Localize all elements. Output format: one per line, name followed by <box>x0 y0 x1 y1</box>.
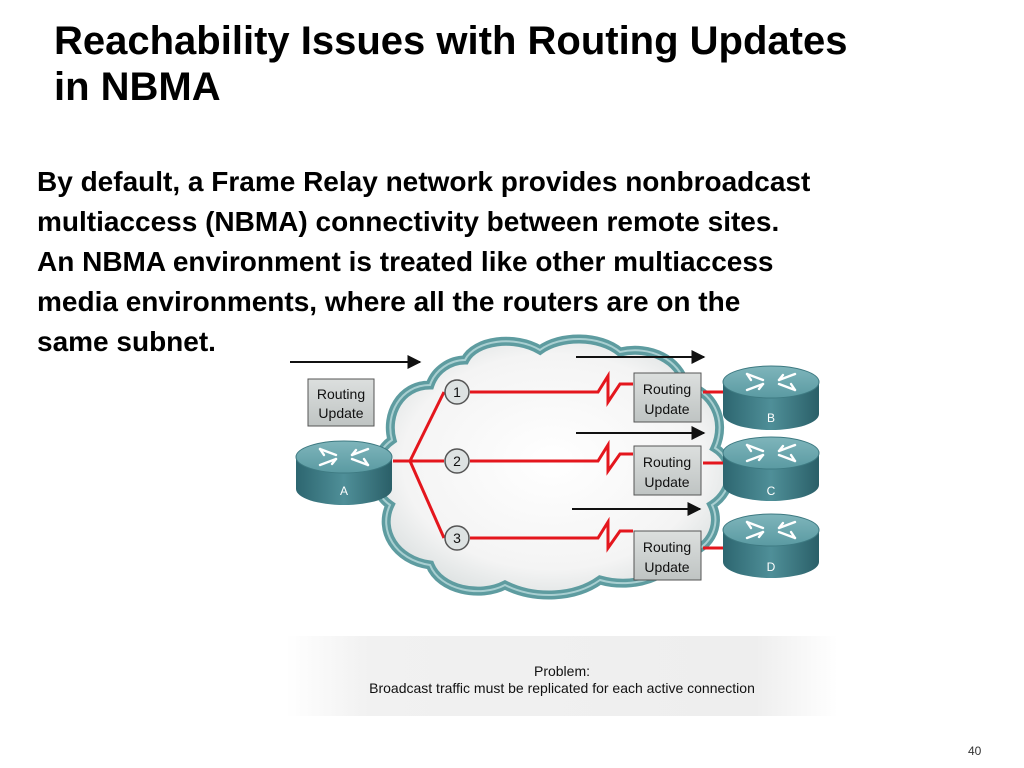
svg-text:Routing: Routing <box>317 386 365 402</box>
circuit-label-3: 3 <box>453 530 461 546</box>
slide-title: Reachability Issues with Routing Updates… <box>54 18 994 110</box>
svg-text:Routing: Routing <box>643 539 691 555</box>
title-line-2: in NBMA <box>54 65 221 109</box>
pvc-line-1 <box>470 370 633 407</box>
fanout-line-3 <box>408 460 446 539</box>
pvc-line-2 <box>470 439 633 476</box>
circuit-marker-3: 3 <box>444 525 470 551</box>
router-c-icon: C <box>722 436 820 501</box>
router-b-label: B <box>767 411 775 425</box>
router-d-icon: D <box>722 513 820 578</box>
circuit-marker-2: 2 <box>444 448 470 474</box>
pvc-line-3 <box>470 516 633 553</box>
router-a-label: A <box>340 484 348 498</box>
virtual-circuits <box>393 370 728 553</box>
router-b-icon: B <box>722 365 820 430</box>
router-d-label: D <box>767 560 776 574</box>
routing-update-box-b: Routing Update <box>633 372 702 423</box>
router-c-label: C <box>767 484 776 498</box>
svg-text:Routing: Routing <box>643 381 691 397</box>
body-line-4: media environments, where all the router… <box>37 286 741 317</box>
update-arrows <box>290 350 706 516</box>
body-paragraph: By default, a Frame Relay network provid… <box>37 162 997 362</box>
caption-line-1: Problem: <box>533 663 591 679</box>
routing-update-box-d: Routing Update <box>633 530 702 581</box>
svg-text:Update: Update <box>644 559 689 575</box>
circuit-label-1: 1 <box>453 384 461 400</box>
caption-line-2: Broadcast traffic must be replicated for… <box>369 680 755 696</box>
problem-caption: Problem: Broadcast traffic must be repli… <box>286 636 838 716</box>
title-line-1: Reachability Issues with Routing Updates <box>54 19 848 63</box>
body-line-1: By default, a Frame Relay network provid… <box>37 166 811 197</box>
circuit-marker-1: 1 <box>444 379 470 405</box>
svg-text:Update: Update <box>644 474 689 490</box>
svg-text:Routing: Routing <box>643 454 691 470</box>
circuit-label-2: 2 <box>453 453 461 469</box>
fanout-line-1 <box>408 391 446 462</box>
router-a-icon: A <box>295 440 393 505</box>
body-line-5: same subnet. <box>37 326 216 357</box>
svg-text:Update: Update <box>318 405 363 421</box>
routing-update-box-c: Routing Update <box>633 445 702 496</box>
body-line-3: An NBMA environment is treated like othe… <box>37 246 774 277</box>
body-line-2: multiaccess (NBMA) connectivity between … <box>37 206 780 237</box>
page-number: 40 <box>968 744 982 758</box>
routing-update-box-source: Routing Update <box>307 378 375 427</box>
svg-text:Update: Update <box>644 401 689 417</box>
